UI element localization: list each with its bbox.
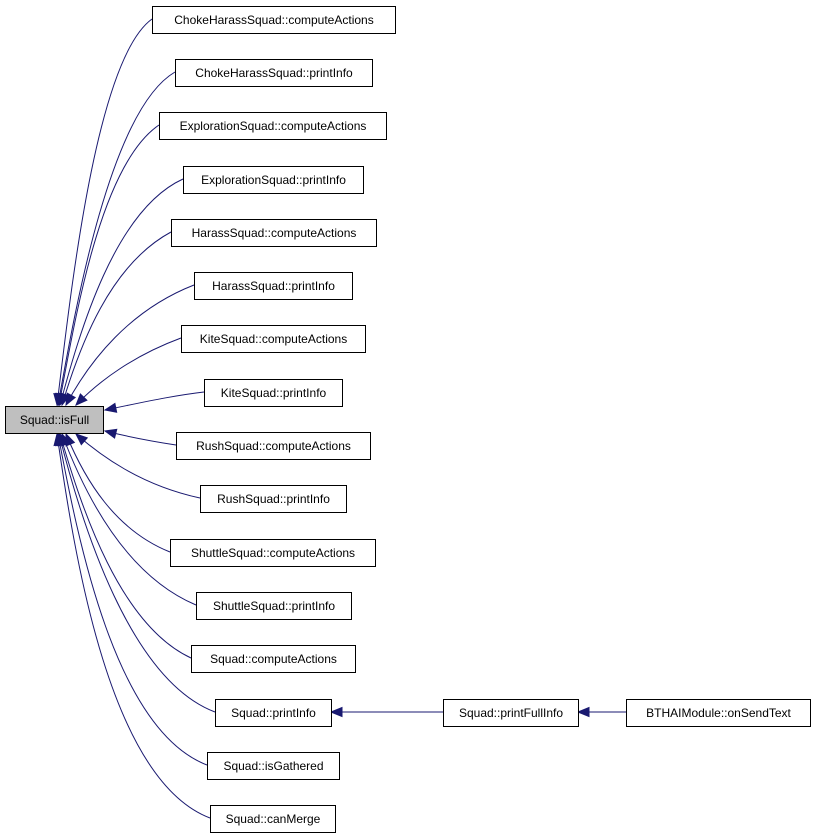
edge-n12-to-root	[59, 433, 192, 659]
node-box	[159, 112, 387, 140]
node-n11[interactable]: ShuttleSquad::printInfo	[196, 592, 352, 620]
node-n16[interactable]: Squad::printFullInfo	[443, 699, 579, 727]
edge-n14-to-root	[57, 433, 208, 766]
edge-n13-to-root	[58, 433, 216, 713]
node-label: Squad::printFullInfo	[459, 706, 563, 720]
edges-layer	[53, 18, 626, 819]
node-box	[176, 432, 371, 460]
node-label: ChokeHarassSquad::computeActions	[174, 13, 373, 27]
arrowhead	[53, 432, 64, 447]
node-box	[191, 645, 356, 673]
node-n0[interactable]: ChokeHarassSquad::computeActions	[152, 6, 396, 34]
arrowhead	[65, 392, 77, 407]
node-n2[interactable]: ExplorationSquad::computeActions	[159, 112, 387, 140]
root-node[interactable]: Squad::isFull	[5, 406, 104, 434]
node-label: ShuttleSquad::printInfo	[213, 599, 335, 613]
node-label: HarassSquad::printInfo	[212, 279, 335, 293]
node-n17[interactable]: BTHAIModule::onSendText	[626, 699, 811, 727]
node-label: ExplorationSquad::printInfo	[201, 173, 346, 187]
node-box	[207, 752, 340, 780]
node-box	[5, 406, 104, 434]
node-n13[interactable]: Squad::printInfo	[215, 699, 332, 727]
node-label: KiteSquad::computeActions	[200, 332, 347, 346]
node-box	[175, 59, 373, 87]
node-n9[interactable]: RushSquad::printInfo	[200, 485, 347, 513]
node-label: Squad::isGathered	[223, 759, 323, 773]
node-box	[183, 166, 364, 194]
node-box	[443, 699, 579, 727]
node-n14[interactable]: Squad::isGathered	[207, 752, 340, 780]
node-label: RushSquad::printInfo	[217, 492, 330, 506]
edge-n5-to-root	[65, 284, 195, 406]
node-box	[200, 485, 347, 513]
node-label: HarassSquad::computeActions	[192, 226, 357, 240]
edge-n1-to-root	[57, 71, 176, 406]
node-label: Squad::isFull	[20, 413, 89, 427]
edge-n7-to-root	[104, 391, 205, 411]
node-n1[interactable]: ChokeHarassSquad::printInfo	[175, 59, 373, 87]
arrowhead	[103, 428, 118, 439]
arrowhead	[75, 393, 88, 406]
edge-n15-to-root	[56, 433, 211, 819]
node-box	[210, 805, 336, 833]
node-label: Squad::printInfo	[231, 706, 316, 720]
node-label: ExplorationSquad::computeActions	[180, 119, 367, 133]
node-n15[interactable]: Squad::canMerge	[210, 805, 336, 833]
node-n12[interactable]: Squad::computeActions	[191, 645, 356, 673]
edge-n4-to-root	[61, 231, 172, 406]
node-n8[interactable]: RushSquad::computeActions	[176, 432, 371, 460]
node-box	[215, 699, 332, 727]
node-n10[interactable]: ShuttleSquad::computeActions	[170, 539, 376, 567]
node-n6[interactable]: KiteSquad::computeActions	[181, 325, 366, 353]
edge-n10-to-root	[65, 433, 171, 553]
node-label: RushSquad::computeActions	[196, 439, 351, 453]
node-n7[interactable]: KiteSquad::printInfo	[204, 379, 343, 407]
node-box	[170, 539, 376, 567]
edge-n11-to-root	[61, 433, 197, 606]
edge-n3-to-root	[59, 178, 184, 406]
node-box	[152, 6, 396, 34]
node-label: KiteSquad::printInfo	[221, 386, 327, 400]
node-label: Squad::computeActions	[210, 652, 337, 666]
node-box	[181, 325, 366, 353]
arrowhead	[103, 402, 118, 413]
edge-n2-to-root	[58, 124, 160, 406]
node-label: ShuttleSquad::computeActions	[191, 546, 355, 560]
arrowhead	[576, 706, 590, 718]
node-box	[204, 379, 343, 407]
arrowhead	[75, 433, 89, 446]
edge-n6-to-root	[75, 337, 182, 406]
node-n3[interactable]: ExplorationSquad::printInfo	[183, 166, 364, 194]
nodes-layer: Squad::isFull ChokeHarassSquad::computeAc…	[5, 6, 811, 833]
node-n5[interactable]: HarassSquad::printInfo	[194, 272, 353, 300]
node-label: ChokeHarassSquad::printInfo	[195, 66, 353, 80]
arrowhead	[329, 706, 343, 718]
node-box	[194, 272, 353, 300]
node-box	[196, 592, 352, 620]
node-n4[interactable]: HarassSquad::computeActions	[171, 219, 377, 247]
node-label: Squad::canMerge	[226, 812, 321, 826]
node-box	[171, 219, 377, 247]
node-box	[626, 699, 811, 727]
edge-n0-to-root	[56, 18, 153, 406]
node-label: BTHAIModule::onSendText	[646, 706, 791, 720]
